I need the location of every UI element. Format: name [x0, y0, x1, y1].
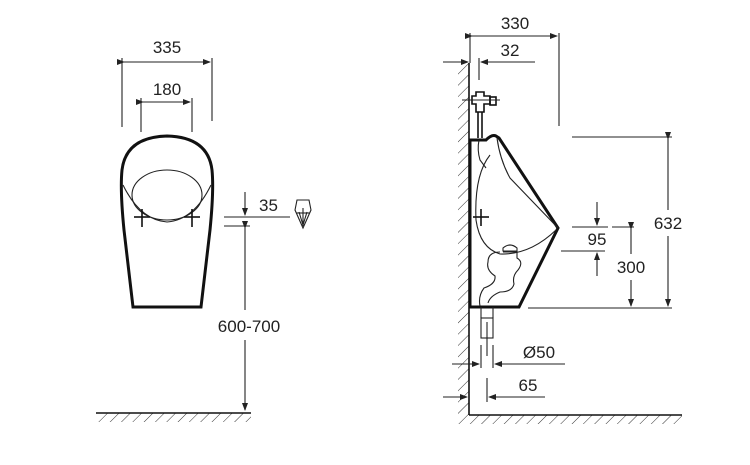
dim-32-label: 32 [501, 41, 520, 60]
front-view: 335 180 35 [96, 38, 312, 422]
floor-left [96, 412, 251, 422]
fixing-screw-icon [294, 199, 312, 230]
wall [458, 63, 470, 415]
side-view: 330 32 [443, 14, 682, 424]
dim-overall-width: 335 [117, 38, 213, 127]
bowl-oval [131, 169, 203, 221]
waste-pipe [480, 307, 494, 356]
dim-waste-offset: 65 [443, 376, 545, 402]
dim-180-label: 180 [153, 80, 181, 99]
dim-300-label: 300 [617, 258, 645, 277]
dim-335-label: 335 [153, 38, 181, 57]
trap [478, 244, 522, 307]
dim-waste-diameter: Ø50 [452, 343, 565, 368]
dim-outlet-offset: 95 [561, 202, 608, 276]
dim-fixing-offset: 35 [224, 192, 290, 227]
side-fixing-point [473, 209, 489, 226]
dim-35-label: 35 [259, 196, 278, 215]
dim-mounting-height: 600-700 [218, 221, 280, 411]
dim-95-label: 95 [588, 230, 607, 249]
fixing-points [134, 209, 200, 227]
dim-65-label: 65 [519, 376, 538, 395]
dim-valve-offset: 32 [443, 41, 535, 80]
dim-600-700-label: 600-700 [218, 317, 280, 336]
dim-330-label: 330 [501, 14, 529, 33]
flush-valve [462, 91, 500, 138]
dim-fixing-centres: 180 [136, 80, 193, 132]
dim-projection: 330 [465, 14, 560, 126]
dim-height: 632 [528, 132, 682, 309]
dim-diameter-50-label: Ø50 [523, 343, 555, 362]
floor-right [458, 414, 682, 424]
dim-outlet-height: 300 [612, 222, 645, 307]
urinal-front-outline [119, 134, 215, 309]
urinal-side-outline [468, 134, 560, 309]
dim-632-label: 632 [654, 214, 682, 233]
